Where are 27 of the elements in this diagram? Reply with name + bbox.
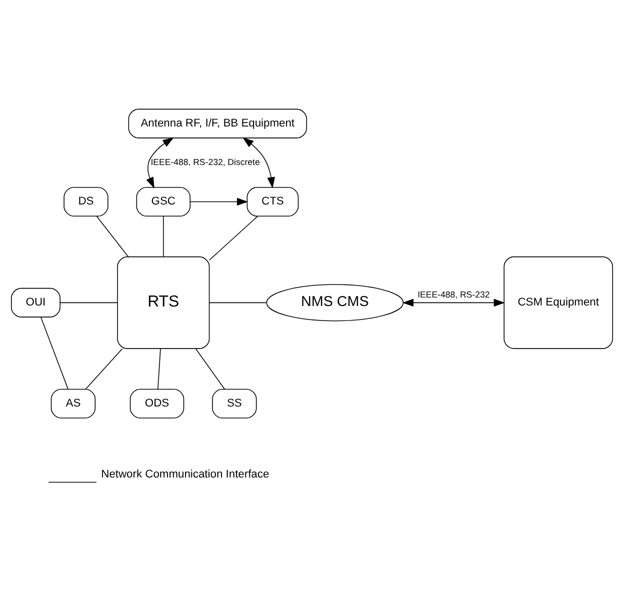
connector: [85, 348, 123, 390]
connector: [60, 302, 118, 304]
node-box: DS: [64, 186, 108, 217]
arrow: [190, 198, 248, 206]
edge-label: IEEE-488, RS-232: [418, 290, 490, 300]
connector: [208, 302, 267, 304]
connector: [157, 348, 161, 390]
arrow: [242, 137, 275, 188]
connector: [162, 216, 164, 258]
arrow: [146, 137, 174, 188]
connector: [208, 216, 258, 261]
node-box: RTS: [117, 256, 210, 349]
edge-label: IEEE-488, RS-232, Discrete: [150, 156, 260, 167]
node-box: ODS: [130, 388, 184, 418]
node-ellipse: NMS CMS: [266, 284, 404, 322]
arrow: [402, 298, 505, 307]
legend-label: Network Communication Interface: [101, 468, 270, 481]
connector: [96, 216, 129, 258]
node-box: Antenna RF, I/F, BB Equipment: [128, 108, 308, 138]
node-box: GSC: [136, 186, 191, 217]
node-box: SS: [212, 388, 257, 418]
node-box: OUI: [10, 288, 60, 318]
node-box: AS: [50, 388, 96, 418]
node-box: CTS: [246, 186, 299, 217]
connector: [195, 348, 225, 390]
node-box: CSM Equipment: [504, 256, 614, 349]
connector: [40, 316, 68, 390]
